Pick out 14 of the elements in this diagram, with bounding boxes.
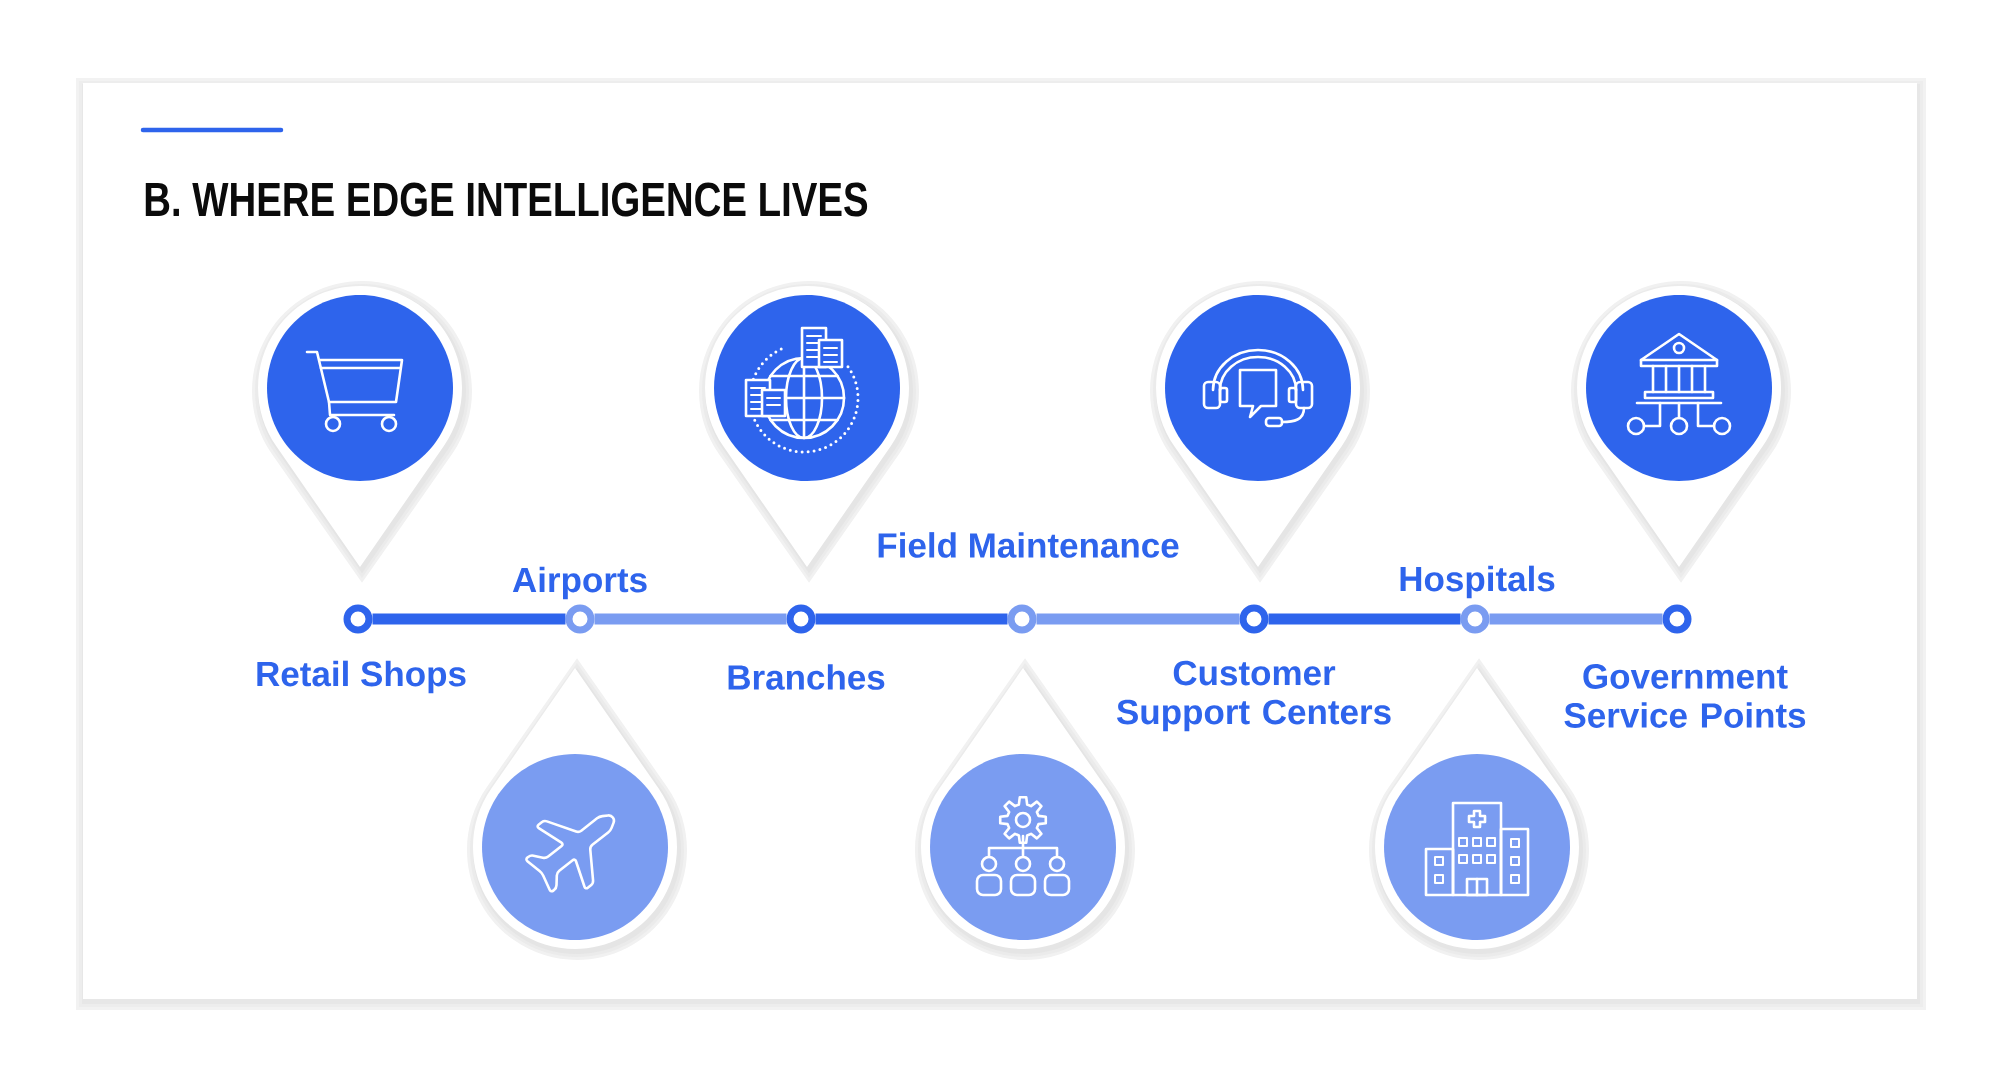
- place-label: Airports: [512, 566, 647, 600]
- place-label: Retail Shops: [257, 660, 466, 694]
- timeline-segment: [815, 613, 1008, 625]
- place-label: Branches: [728, 664, 885, 690]
- title: B. WHERE EDGE INTELLIGENCE LIVES: [145, 182, 868, 217]
- timeline-segment: [1268, 613, 1461, 625]
- timeline-segment: [1036, 613, 1240, 625]
- timeline-segment: [372, 613, 566, 625]
- place-label: Government Service Points: [1564, 664, 1806, 728]
- timeline-segment: [1489, 613, 1663, 625]
- timeline-segment: [594, 613, 787, 625]
- place-label: Customer Support Centers: [1116, 660, 1391, 732]
- place-label: Hospitals: [1400, 565, 1555, 599]
- place-label: Field Maintenance: [878, 532, 1179, 558]
